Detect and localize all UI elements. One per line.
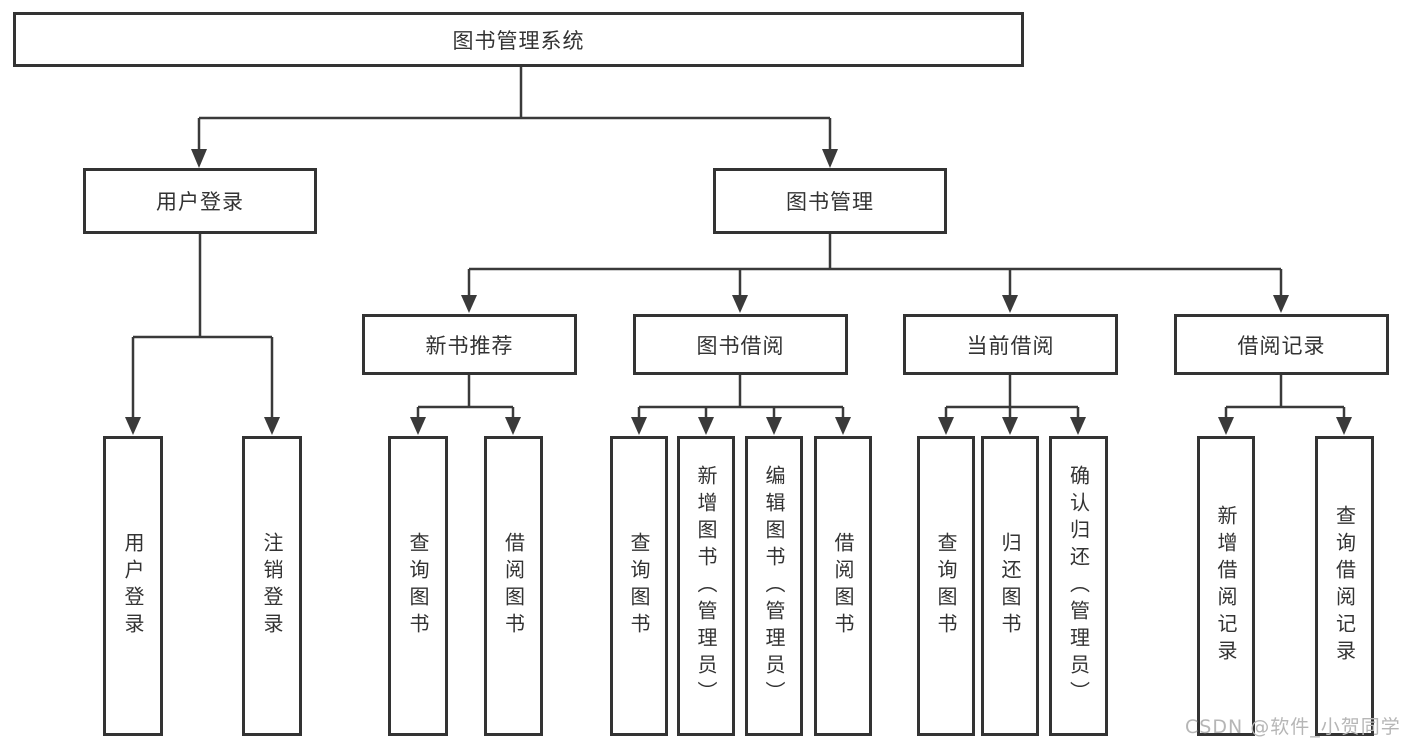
node-edit-books-admin: 编辑图书（管理员） [745,436,803,736]
node-label: 图书借阅 [696,333,785,358]
node-query-books-current: 查询图书 [917,436,975,736]
node-label: 新书推荐 [425,333,514,358]
node-query-books-borrowing: 查询图书 [610,436,668,736]
node-library-management-system: 图书管理系统 [13,12,1024,67]
node-label: 借阅图书 [501,532,526,640]
node-label: 当前借阅 [966,333,1055,358]
node-book-management-branch: 图书管理 [713,168,947,234]
node-user-login-action: 用户登录 [103,436,163,736]
node-logout-action: 注销登录 [242,436,302,736]
node-label: 查询借阅记录 [1332,505,1357,667]
node-label: 用户登录 [121,532,145,640]
node-borrowing-records: 借阅记录 [1174,314,1389,375]
csdn-watermark: CSDN @软件_小贺同学 [1185,716,1401,738]
node-query-books-recommend: 查询图书 [388,436,448,736]
node-confirm-return-admin: 确认归还（管理员） [1049,436,1108,736]
node-label: 图书管理 [786,190,874,214]
node-label: 图书管理系统 [452,28,585,53]
node-label: 用户登录 [156,190,244,214]
node-add-books-admin: 新增图书（管理员） [677,436,735,736]
node-label: 新增借阅记录 [1214,505,1238,667]
node-book-borrowing: 图书借阅 [633,314,848,375]
node-label: 借阅记录 [1237,333,1326,358]
node-label: 借阅图书 [831,532,855,640]
node-add-borrow-record: 新增借阅记录 [1197,436,1255,736]
node-user-login-branch: 用户登录 [83,168,317,234]
node-current-borrowing: 当前借阅 [903,314,1118,375]
node-label: 新增图书（管理员） [694,464,718,708]
node-borrow-books-action: 借阅图书 [814,436,872,736]
node-return-books: 归还图书 [981,436,1039,736]
arrowhead-icons [125,149,1352,435]
node-label: 编辑图书（管理员） [762,464,786,708]
node-label: 查询图书 [406,532,430,640]
node-label: 确认归还（管理员） [1066,464,1091,708]
node-query-borrow-record: 查询借阅记录 [1315,436,1374,736]
node-label: 查询图书 [934,532,958,640]
node-label: 注销登录 [260,532,284,640]
node-label: 查询图书 [627,532,651,640]
node-new-book-recommendation: 新书推荐 [362,314,577,375]
node-borrow-books-recommend: 借阅图书 [484,436,543,736]
node-label: 归还图书 [998,532,1022,640]
